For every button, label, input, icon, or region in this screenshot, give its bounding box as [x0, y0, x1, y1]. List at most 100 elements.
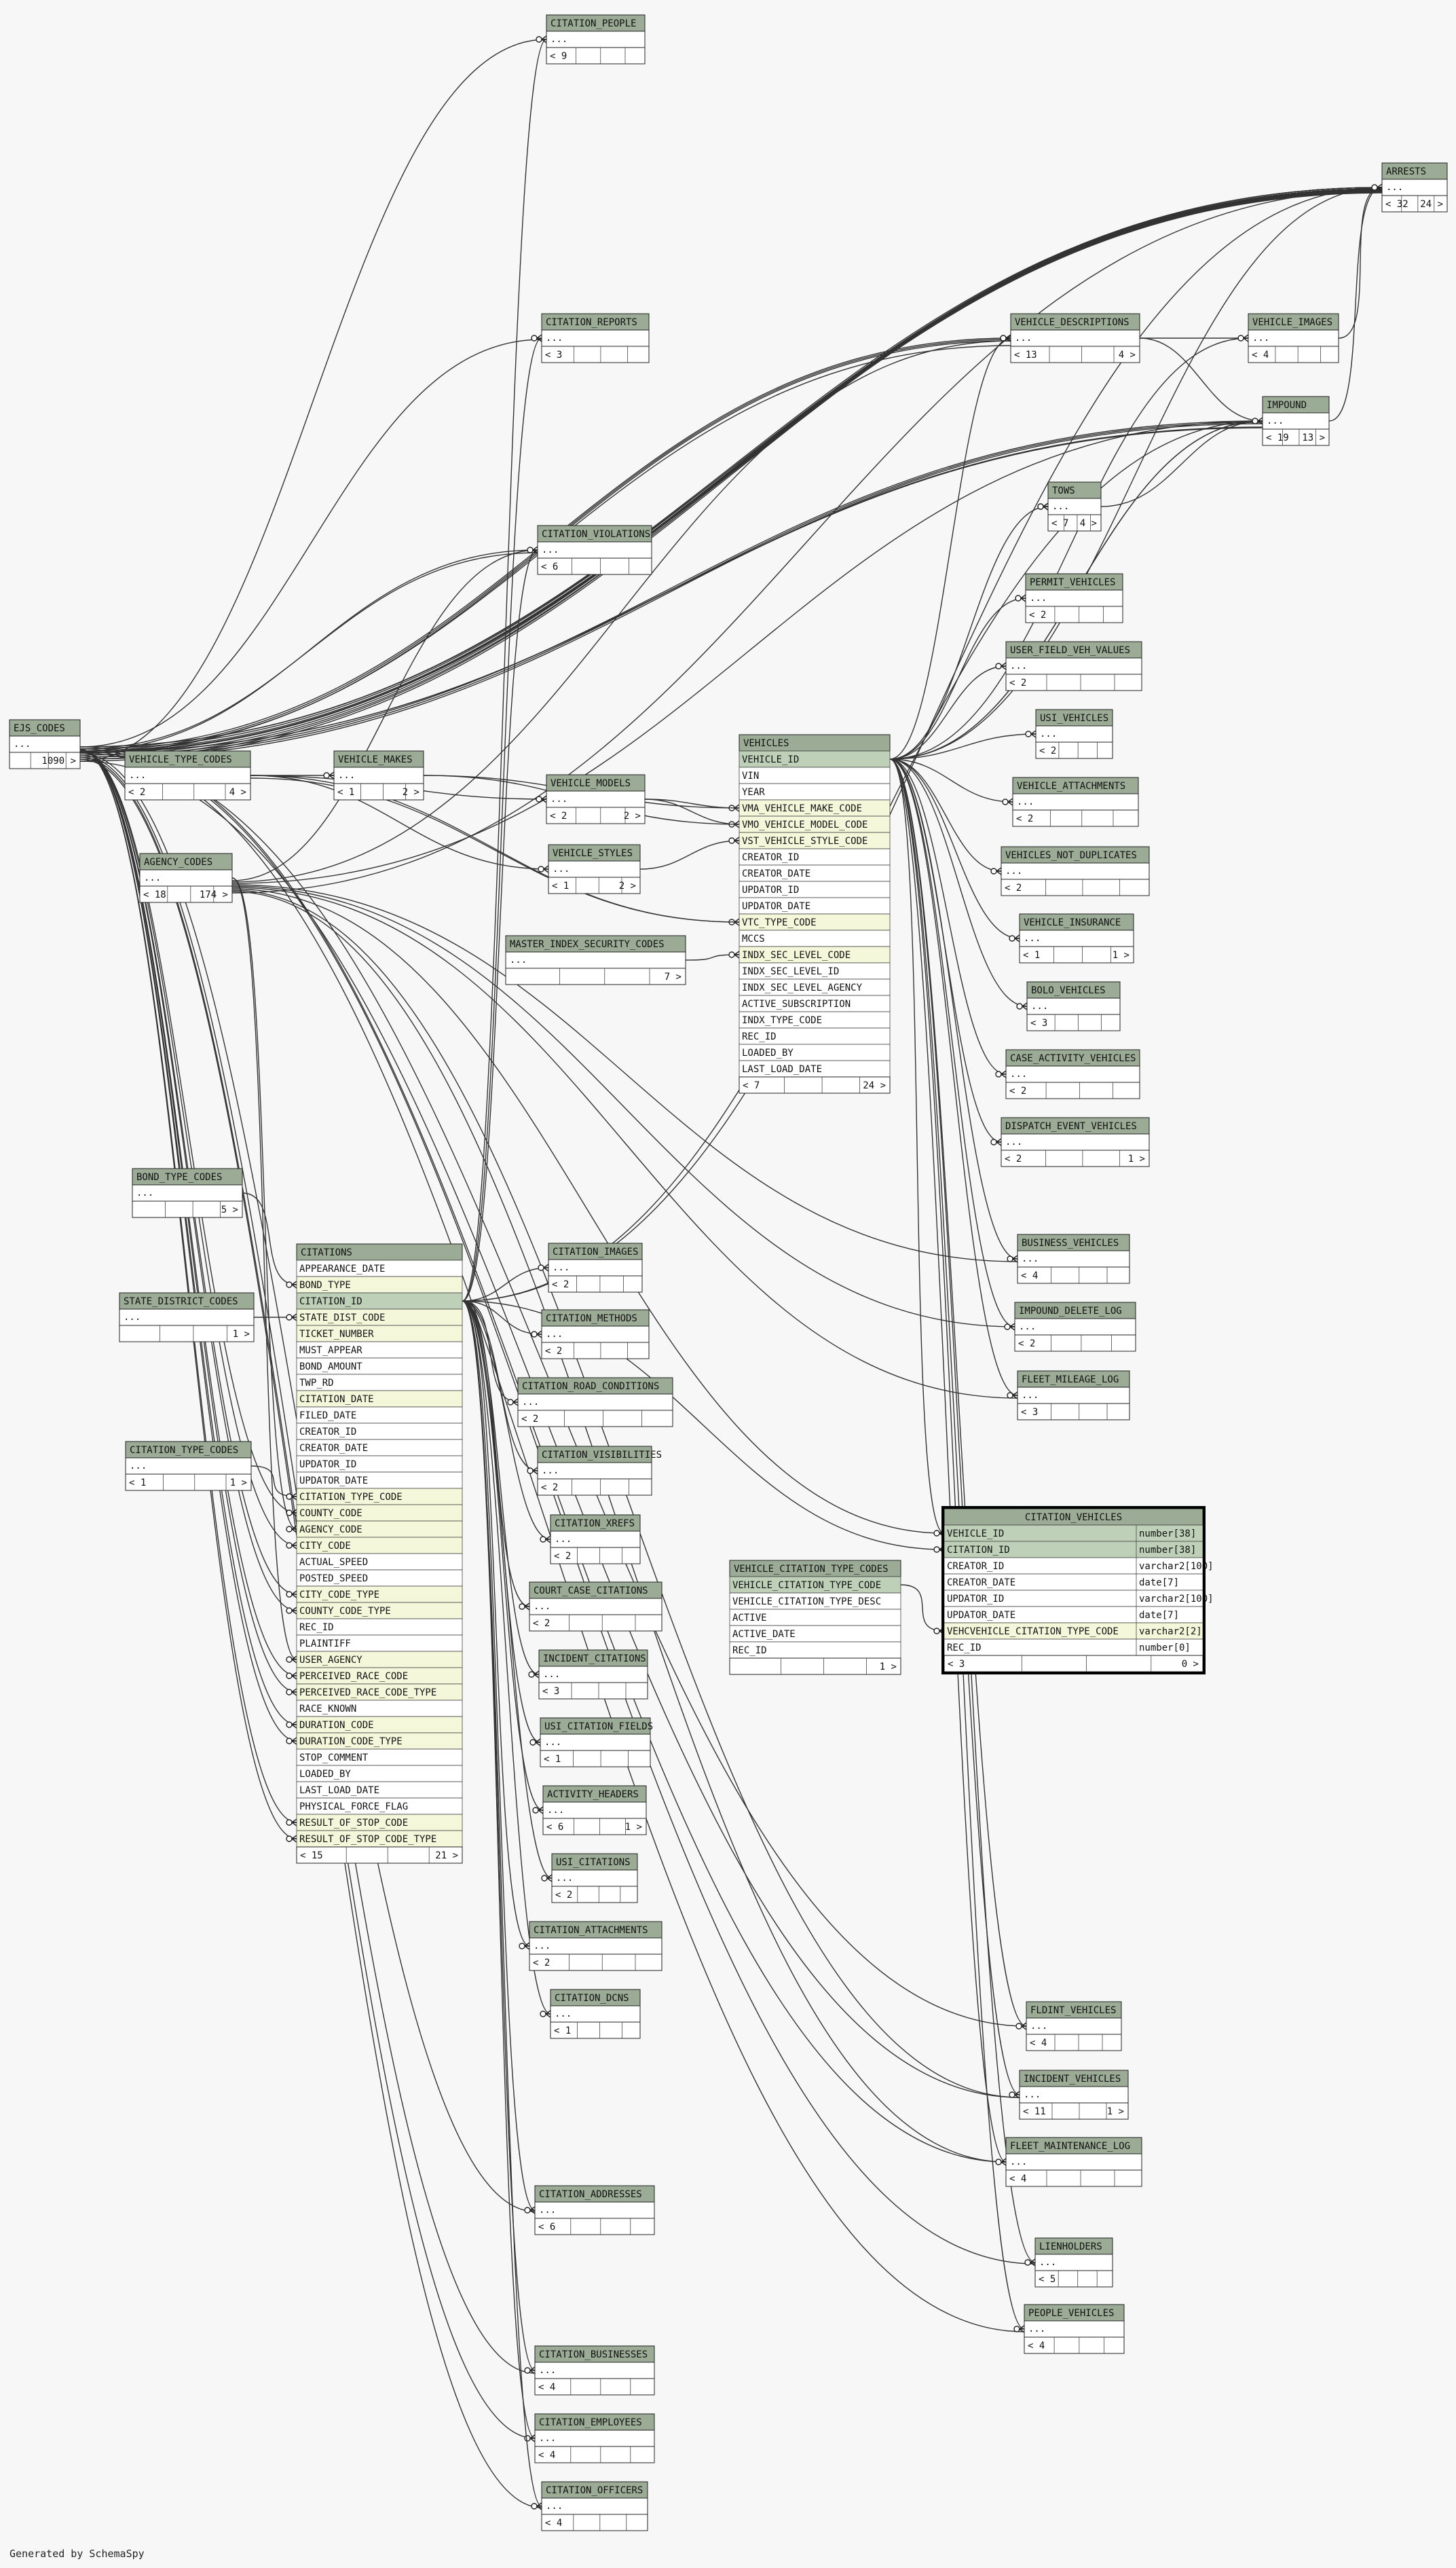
table-citation-xrefs[interactable]: CITATION_XREFS...< 2 [550, 1514, 641, 1564]
parent-count: < 2 [1039, 746, 1056, 756]
table-footer [541, 1342, 650, 1359]
parent-count: < 2 [541, 1482, 558, 1493]
parent-count: < 3 [545, 350, 562, 361]
table-vehicle-attachments[interactable]: VEHICLE_ATTACHMENTS...< 2 [1012, 777, 1139, 827]
table-lienholders[interactable]: LIENHOLDERS...< 5 [1034, 2237, 1113, 2288]
table-state-district-codes[interactable]: STATE_DISTRICT_CODES...1 > [119, 1292, 255, 1342]
crow-foot-marker [532, 1806, 544, 1814]
table-citation-attachments[interactable]: CITATION_ATTACHMENTS...< 2 [529, 1921, 662, 1971]
table-case-activity-vehicles[interactable]: CASE_ACTIVITY_VEHICLES...< 2 [1005, 1049, 1140, 1099]
crow-foot-marker [540, 1535, 551, 1543]
table-impound-delete-log[interactable]: IMPOUND_DELETE_LOG...< 2 [1014, 1302, 1136, 1352]
relationship-line [462, 1300, 553, 1879]
table-fleet-mileage-log[interactable]: FLEET_MILEAGE_LOG...< 3 [1017, 1370, 1130, 1420]
table-citation-dcns[interactable]: CITATION_DCNS...< 1 [550, 1989, 641, 2039]
table-name: VEHICLE_MODELS [550, 778, 631, 789]
table-fldint-vehicles[interactable]: FLDINT_VEHICLES...< 4 [1026, 2001, 1122, 2051]
table-citation-employees[interactable]: CITATION_EMPLOYEES...< 4 [534, 2413, 655, 2463]
relationship-line [79, 749, 297, 1693]
column-name: LAST_LOAD_DATE [299, 1785, 379, 1796]
relationship-line [79, 420, 1263, 756]
child-count: 7 > [665, 972, 682, 983]
table-footer [1005, 1082, 1140, 1099]
table-vehicle-citation-type-codes[interactable]: VEHICLE_CITATION_TYPE_CODESVEHICLE_CITAT… [729, 1560, 901, 1675]
table-vehicle-images[interactable]: VEHICLE_IMAGES...< 4 [1248, 313, 1339, 363]
collapsed-columns: ... [1017, 796, 1034, 807]
table-incident-citations[interactable]: INCIDENT_CITATIONS...< 3 [538, 1649, 648, 1700]
table-footer [529, 1614, 662, 1632]
column-name: AGENCY_CODE [299, 1524, 362, 1535]
parent-count: < 4 [1021, 1270, 1038, 1281]
table-bolo-vehicles[interactable]: BOLO_VEHICLES...< 3 [1026, 981, 1121, 1031]
column-row [296, 1504, 463, 1522]
table-citation-visibilities[interactable]: CITATION_VISIBILITIES...< 2 [537, 1446, 662, 1496]
table-citation-violations[interactable]: CITATION_VIOLATIONS...< 6 [537, 525, 652, 575]
column-row [534, 2429, 655, 2447]
table-vehicles-not-duplicates[interactable]: VEHICLES_NOT_DUPLICATES...< 2 [1001, 846, 1150, 896]
table-name: CITATION_ATTACHMENTS [534, 1925, 648, 1936]
table-citations[interactable]: CITATIONSAPPEARANCE_DATEBOND_TYPECITATIO… [296, 1243, 463, 1864]
table-usi-citation-fields[interactable]: USI_CITATION_FIELDS...< 1 [540, 1717, 653, 1767]
table-user-field-veh-values[interactable]: USER_FIELD_VEH_VALUES...< 2 [1005, 641, 1142, 691]
table-bond-type-codes[interactable]: BOND_TYPE_CODES...5 > [132, 1168, 243, 1218]
crow-foot-marker [528, 1670, 540, 1679]
column-name: BOND_TYPE [299, 1280, 351, 1291]
crow-foot-marker [536, 795, 547, 803]
table-court-case-citations[interactable]: COURT_CASE_CITATIONS...< 2 [529, 1581, 662, 1632]
column-row [296, 1634, 463, 1652]
relationship-line [79, 748, 1036, 2264]
crow-foot-marker [286, 1509, 297, 1517]
relationship-line [231, 549, 538, 881]
parent-count: < 15 [300, 1850, 323, 1861]
parent-count: < 1 [544, 1754, 561, 1765]
column-name: VEHICLE_CITATION_TYPE_CODE [732, 1580, 881, 1591]
column-row [548, 860, 641, 878]
table-citation-methods[interactable]: CITATION_METHODS...< 2 [541, 1309, 650, 1359]
table-permit-vehicles[interactable]: PERMIT_VEHICLES...< 2 [1025, 573, 1123, 623]
table-master-index-security-codes[interactable]: MASTER_INDEX_SECURITY_CODES...7 > [505, 935, 686, 985]
collapsed-columns: ... [1024, 933, 1041, 944]
table-vehicles[interactable]: VEHICLESVEHICLE_IDVINYEARVMA_VEHICLE_MAK… [739, 734, 891, 1094]
table-citation-addresses[interactable]: CITATION_ADDRESSES...< 6 [534, 2185, 655, 2235]
table-people-vehicles[interactable]: PEOPLE_VEHICLES...< 4 [1024, 2304, 1125, 2354]
table-name: CITATION_PEOPLE [550, 18, 636, 29]
crow-foot-marker [1252, 417, 1263, 425]
table-usi-vehicles[interactable]: USI_VEHICLES...< 2 [1035, 709, 1113, 759]
crow-foot-marker [1009, 2091, 1020, 2099]
table-citation-businesses[interactable]: CITATION_BUSINESSES...< 4 [534, 2345, 655, 2396]
table-usi-citations[interactable]: USI_CITATIONS...< 2 [551, 1853, 638, 1903]
column-row [739, 1044, 891, 1061]
crow-foot-marker [323, 771, 335, 779]
table-fleet-maintenance-log[interactable]: FLEET_MAINTENANCE_LOG...< 4 [1005, 2137, 1142, 2187]
table-business-vehicles[interactable]: BUSINESS_VEHICLES...< 4 [1017, 1234, 1130, 1284]
child-count: 21 > [435, 1850, 458, 1861]
table-footer [139, 885, 233, 903]
table-citation-road-conditions[interactable]: CITATION_ROAD_CONDITIONS...< 2 [517, 1377, 673, 1427]
relationship-line [462, 1300, 551, 1540]
table-citation-officers[interactable]: CITATION_OFFICERS...< 4 [541, 2481, 648, 2531]
table-ejs-codes[interactable]: EJS_CODES...1090 > [9, 719, 81, 769]
table-citation-reports[interactable]: CITATION_REPORTS...< 3 [541, 313, 650, 363]
table-footer [534, 2218, 655, 2235]
column-row [541, 2497, 648, 2515]
table-citation-people[interactable]: CITATION_PEOPLE...< 9 [546, 14, 646, 65]
crow-foot-marker [527, 546, 538, 554]
table-citation-images[interactable]: CITATION_IMAGES...< 2 [548, 1243, 643, 1293]
collapsed-columns: ... [1024, 2089, 1041, 2100]
column-name: LAST_LOAD_DATE [742, 1064, 822, 1075]
